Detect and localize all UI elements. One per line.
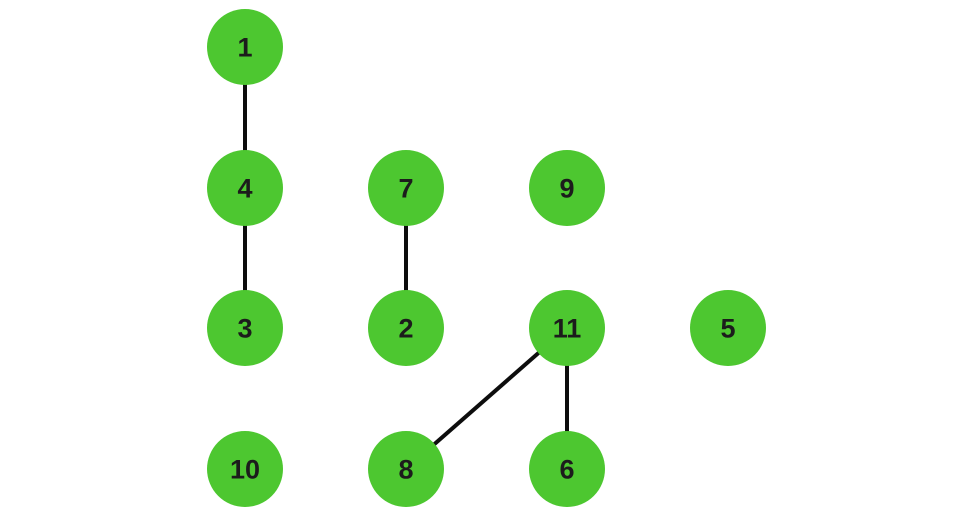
graph-node-7[interactable]: 7 (368, 150, 444, 226)
node-circle-8[interactable] (368, 431, 444, 507)
node-circle-4[interactable] (207, 150, 283, 226)
graph-node-6[interactable]: 6 (529, 431, 605, 507)
node-circle-7[interactable] (368, 150, 444, 226)
graph-node-5[interactable]: 5 (690, 290, 766, 366)
node-circle-2[interactable] (368, 290, 444, 366)
node-circle-5[interactable] (690, 290, 766, 366)
node-circle-10[interactable] (207, 431, 283, 507)
graph-node-2[interactable]: 2 (368, 290, 444, 366)
graph-node-8[interactable]: 8 (368, 431, 444, 507)
node-circle-6[interactable] (529, 431, 605, 507)
node-circle-11[interactable] (529, 290, 605, 366)
graph-node-9[interactable]: 9 (529, 150, 605, 226)
graph-node-10[interactable]: 10 (207, 431, 283, 507)
node-circle-3[interactable] (207, 290, 283, 366)
graph-node-4[interactable]: 4 (207, 150, 283, 226)
graph-node-1[interactable]: 1 (207, 9, 283, 85)
graph-node-11[interactable]: 11 (529, 290, 605, 366)
node-circle-9[interactable] (529, 150, 605, 226)
node-circle-1[interactable] (207, 9, 283, 85)
graph-node-3[interactable]: 3 (207, 290, 283, 366)
